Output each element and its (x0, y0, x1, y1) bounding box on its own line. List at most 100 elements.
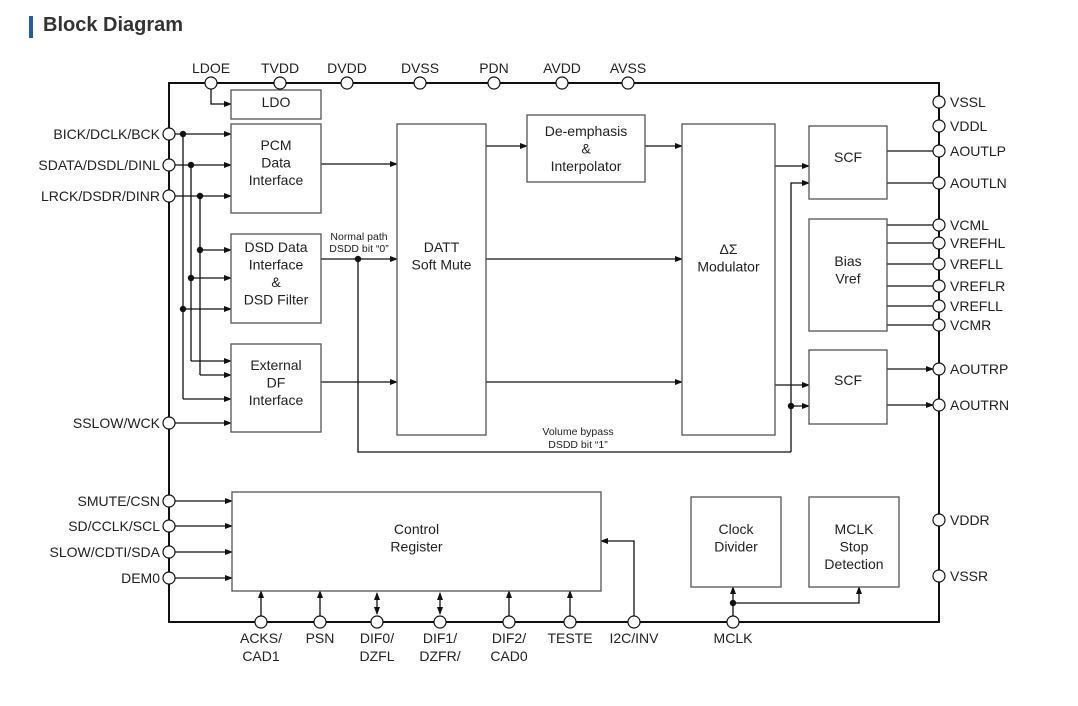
annotation-normal-path: Normal path (330, 231, 387, 243)
pin-label-bottom-0-2: CAD1 (242, 648, 280, 664)
block-label: Detection (824, 556, 883, 572)
block-control-box (231, 491, 602, 592)
block-label: LDO (262, 94, 291, 110)
block-label: Clock (718, 521, 754, 537)
junction-dot (187, 161, 195, 169)
pin-right-5 (932, 236, 946, 250)
block-label: Bias (834, 253, 861, 269)
block-label: Vref (835, 271, 860, 287)
pin-right-9 (932, 318, 946, 332)
pin-label-ldoe: LDOE (192, 60, 230, 76)
block-label: Data (261, 155, 291, 171)
pin-right-13 (932, 569, 946, 583)
pin-label-right-10: AOUTRP (950, 361, 1008, 377)
i2c-to-control (600, 538, 635, 616)
block-clockdiv-box (690, 496, 782, 588)
pin-label-avss: AVSS (610, 60, 646, 76)
pin-label-left-0: BICK/DCLK/BCK (53, 126, 160, 142)
annotation-volume-bypass-2: DSDD bit “1” (548, 439, 608, 451)
pin-label-right-7: VREFLR (950, 278, 1005, 294)
block-label: Interface (249, 392, 304, 408)
pin-bottom-7 (726, 615, 740, 629)
pin-label-dvdd: DVDD (327, 60, 367, 76)
pin-label-bottom-6: I2C/INV (609, 630, 659, 646)
block-extdf-box (230, 343, 322, 433)
pin-label-right-8: VREFLL (950, 298, 1003, 314)
pin-label-left-1: SDATA/DSDL/DINL (38, 157, 160, 173)
block-label: Divider (714, 539, 758, 555)
pin-label-left-3: SSLOW/WCK (73, 415, 161, 431)
pin-right-10 (932, 362, 946, 376)
ldoe-wire (210, 89, 232, 107)
annotation-normal-path-2: DSDD bit “0” (329, 243, 389, 255)
block-label: & (271, 274, 281, 290)
block-label: SCF (834, 372, 862, 388)
pin-bottom-4 (502, 615, 516, 629)
block-scf-r-box (808, 349, 888, 425)
pin-pdn (487, 76, 501, 90)
junction-dot (196, 246, 204, 254)
pin-left-1 (162, 158, 176, 172)
block-label: Register (390, 539, 442, 555)
block-label: Interpolator (551, 158, 622, 174)
pin-left-6 (162, 545, 176, 559)
pin-label-right-2: AOUTLP (950, 143, 1006, 159)
block-label: DSD Data (244, 239, 307, 255)
junction-dot (787, 402, 795, 410)
junction-dot (729, 599, 737, 607)
block-label: Control (394, 521, 439, 537)
pin-ldoe (204, 76, 218, 90)
page-title: Block Diagram (43, 14, 184, 36)
pin-tvdd (273, 76, 287, 90)
pin-avdd (555, 76, 569, 90)
block-bias-box (808, 218, 888, 332)
pin-right-7 (932, 279, 946, 293)
pin-label-bottom-4-2: CAD0 (490, 648, 528, 664)
pin-left-2 (162, 189, 176, 203)
block-label: ΔΣ (719, 241, 737, 257)
pin-label-right-1: VDDL (950, 118, 988, 134)
pin-left-4 (162, 494, 176, 508)
pin-right-8 (932, 299, 946, 313)
pin-label-bottom-1: PSN (306, 630, 335, 646)
pin-label-dvss: DVSS (401, 60, 439, 76)
pin-label-left-5: SD/CCLK/SCL (68, 518, 160, 534)
junction-dot (354, 255, 362, 263)
pin-left-3 (162, 416, 176, 430)
pin-label-left-7: DEM0 (121, 570, 160, 586)
pin-label-bottom-5: TESTE (547, 630, 592, 646)
block-scf-l: SCF (808, 125, 888, 200)
pin-label-right-12: VDDR (950, 512, 990, 528)
pin-label-pdn: PDN (479, 60, 509, 76)
junction-dot (179, 130, 187, 138)
block-label: Soft Mute (412, 257, 472, 273)
block-ldo-box (230, 89, 322, 120)
block-label: External (250, 357, 301, 373)
pin-label-right-0: VSSL (950, 94, 986, 110)
pin-bottom-3 (433, 615, 447, 629)
block-scf-l-box (808, 125, 888, 200)
block-mclkstop-box (808, 496, 900, 588)
block-scf-r: SCF (808, 349, 888, 425)
pin-label-bottom-2: DIF0/ (360, 630, 394, 646)
pin-label-left-6: SLOW/CDTI/SDA (50, 544, 161, 560)
pin-right-11 (932, 398, 946, 412)
pin-bottom-6 (627, 615, 641, 629)
pin-bottom-2 (370, 615, 384, 629)
pin-left-5 (162, 519, 176, 533)
block-label: DSD Filter (244, 292, 309, 308)
pin-label-left-2: LRCK/DSDR/DINR (41, 188, 160, 204)
volume-bypass-wire (357, 259, 791, 453)
block-pcm-box (230, 123, 322, 214)
block-label: Interface (249, 172, 304, 188)
junction-dot (196, 192, 204, 200)
pin-label-bottom-3-2: DZFR/ (419, 648, 460, 664)
junction-dot (179, 305, 187, 313)
pin-label-right-4: VCML (950, 217, 989, 233)
